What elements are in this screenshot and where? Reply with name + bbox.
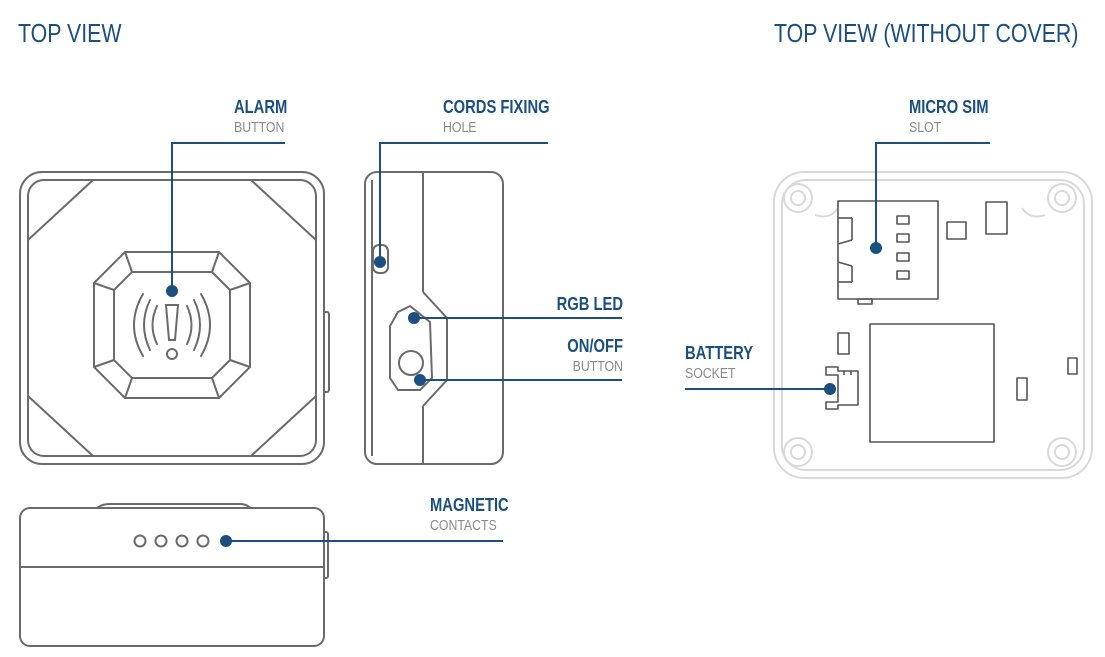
dot-battery [824, 383, 836, 395]
device-front-view [19, 171, 330, 465]
leader-micro-sim [875, 142, 990, 248]
label-sub: BUTTON [234, 119, 285, 136]
dot-micro-sim [870, 242, 882, 254]
dot-rgb-led [408, 312, 420, 324]
leader-cords-fixing [379, 142, 548, 262]
label-sub: HOLE [443, 119, 477, 136]
label-magnetic-contacts: MAGNETIC CONTACTS [430, 494, 509, 536]
label-main: BATTERY [685, 343, 754, 363]
dot-magnetic [220, 535, 232, 547]
label-alarm-button: ALARM BUTTON [234, 96, 287, 138]
dot-alarm [166, 285, 178, 297]
heading-top-view-without-cover: TOP VIEW (WITHOUT COVER) [774, 18, 1079, 48]
dot-cords-fixing [374, 256, 386, 268]
label-main: RGB LED [556, 294, 623, 314]
label-main: MICRO SIM [909, 97, 989, 117]
label-cords-fixing-hole: CORDS FIXING HOLE [443, 96, 550, 138]
device-bottom-view [19, 503, 329, 647]
label-main: ALARM [234, 97, 288, 117]
leader-alarm [171, 142, 285, 291]
alarm-icon [133, 293, 211, 360]
callout-dots [166, 242, 882, 547]
label-main: ON/OFF [567, 336, 623, 356]
callout-lines [171, 142, 990, 542]
label-main: CORDS FIXING [443, 97, 550, 117]
label-sub: SLOT [909, 119, 942, 136]
label-battery-socket: BATTERY SOCKET [685, 342, 753, 384]
label-main: MAGNETIC [430, 495, 509, 515]
pcb-components [825, 200, 1078, 443]
label-sub: CONTACTS [430, 517, 497, 534]
dot-on-off [414, 374, 426, 386]
heading-top-view: TOP VIEW [18, 18, 122, 48]
label-sub: SOCKET [685, 365, 736, 382]
device-without-cover [773, 171, 1093, 479]
label-on-off-button: ON/OFF BUTTON [567, 335, 623, 377]
label-sub: BUTTON [572, 358, 623, 375]
label-rgb-led: RGB LED [557, 293, 623, 315]
label-micro-sim-slot: MICRO SIM SLOT [909, 96, 989, 138]
